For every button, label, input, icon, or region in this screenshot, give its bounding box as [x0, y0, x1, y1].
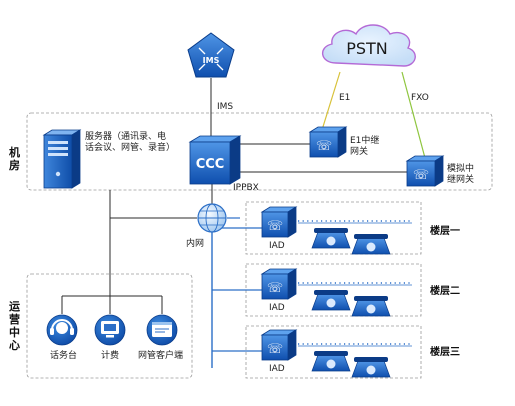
network-admin-icon — [146, 314, 178, 346]
pstn-cloud: PSTN — [322, 24, 416, 67]
machine-room-char: 房 — [9, 159, 20, 172]
ops-center-char: 营 — [9, 313, 20, 326]
ops-center-char: 心 — [9, 339, 20, 352]
phone-icon: ☏ — [267, 219, 283, 234]
floor-2-equipment: ☏ — [260, 268, 412, 317]
router-label: 内网 — [186, 239, 205, 249]
pbx-face-text: CCC — [196, 157, 225, 172]
machine-room-char: 机 — [9, 146, 20, 159]
server-label-line1: 服务器（通讯录、电 — [85, 132, 167, 142]
floor-1-label: 楼层一 — [430, 226, 460, 237]
router-globe — [197, 203, 227, 233]
analog-gateway-device: ☏ — [405, 155, 445, 187]
arrows-icon — [198, 47, 224, 71]
server-label-line2: 话会议、网管、录音） — [85, 143, 176, 153]
analog-gateway-label-line1: 模拟中 — [447, 164, 475, 174]
telephone-icon — [351, 296, 391, 317]
ims-face-label: IMS — [203, 56, 220, 65]
fxo-link — [401, 71, 426, 159]
floor-3-equipment: ☏ — [260, 329, 412, 378]
floor-box-3 — [245, 325, 422, 379]
fxo-link-label: FXO — [411, 93, 429, 103]
telephone-icon — [351, 357, 391, 378]
iad-device — [261, 334, 289, 361]
iad-label: IAD — [269, 303, 285, 313]
ippbx-device: CCC — [188, 135, 242, 185]
machine-room-box — [26, 112, 493, 191]
telephone-icon — [351, 234, 391, 255]
iad-device — [261, 211, 289, 238]
server-device — [42, 129, 82, 189]
ops-center-char: 运 — [9, 300, 20, 313]
ims-node: IMS — [187, 32, 235, 78]
floor-1-equipment: ☏ — [260, 206, 412, 255]
ops-center-box — [26, 273, 193, 379]
ippbx-label: IPPBX — [233, 183, 259, 193]
billing-icon — [94, 314, 126, 346]
phone-icon: ☏ — [316, 139, 332, 154]
e1-gateway-label-line1: E1中继 — [350, 136, 380, 146]
iad-device — [261, 273, 289, 300]
analog-gateway-label-line2: 继网关 — [447, 175, 475, 185]
e1-gateway-device: ☏ — [308, 126, 348, 158]
ops-center-char: 中 — [9, 326, 20, 339]
telephone-icon — [311, 228, 351, 249]
machine-room-label: 机 房 — [8, 146, 21, 172]
pstn-label: PSTN — [346, 39, 388, 58]
floor-2-label: 楼层二 — [430, 286, 460, 297]
iad-label: IAD — [269, 241, 285, 251]
iad-label: IAD — [269, 364, 285, 374]
telephone-icon — [311, 290, 351, 311]
e1-gateway-label-line2: 网关 — [350, 147, 369, 157]
billing-label: 计费 — [101, 351, 120, 361]
headset-icon — [46, 314, 78, 346]
phone-icon: ☏ — [267, 281, 283, 296]
e1-link-label: E1 — [339, 93, 351, 103]
telephone-icon — [311, 351, 351, 372]
switchboard-label: 话务台 — [50, 351, 78, 361]
phone-icon: ☏ — [267, 342, 283, 357]
ops-center-label: 运 营 中 心 — [8, 300, 21, 352]
ims-link-label: IMS — [217, 102, 234, 112]
e1-link — [321, 71, 341, 131]
network-admin-label: 网管客户端 — [138, 351, 184, 361]
floor-3-label: 楼层三 — [430, 347, 460, 358]
phone-icon: ☏ — [413, 168, 429, 183]
